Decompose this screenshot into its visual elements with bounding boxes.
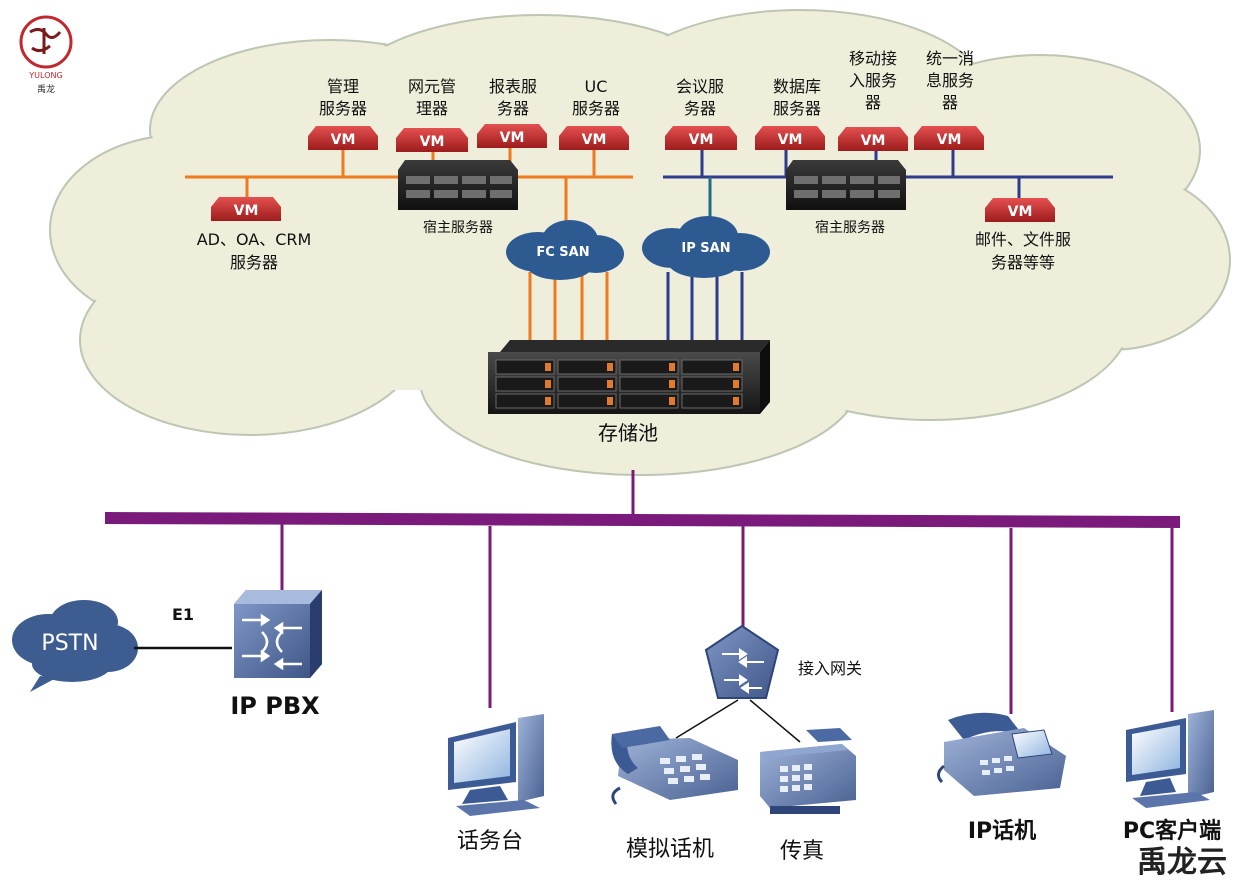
vm-mobile-access: VM bbox=[838, 127, 908, 151]
vm-element-manager: VM bbox=[396, 128, 468, 152]
logo-caption: 禹龙 bbox=[37, 83, 55, 95]
server-label-report-2: 务器 bbox=[497, 99, 529, 118]
ippbx-device: IP PBX bbox=[230, 590, 322, 720]
vm-label: VM bbox=[689, 132, 714, 148]
vm-label: VM bbox=[1008, 204, 1033, 220]
server-label-um-2: 息服务 bbox=[926, 71, 974, 90]
vm-label: VM bbox=[582, 132, 607, 148]
vm-label: VM bbox=[331, 132, 356, 148]
server-label-report-1: 报表服 bbox=[489, 77, 537, 96]
vm-uc: VM bbox=[559, 126, 629, 150]
analog-phone-device: 模拟话机 bbox=[611, 726, 738, 862]
server-label-um-1: 统一消 bbox=[926, 49, 974, 68]
server-labels-right: 会议服 务器 数据库 服务器 移动接 入服务 器 统一消 息服务 器 邮件、文件… bbox=[676, 49, 1071, 272]
ip-san-label: IP SAN bbox=[681, 241, 730, 256]
fc-links bbox=[528, 272, 609, 342]
pc-client-label: PC客户端 bbox=[1123, 818, 1221, 844]
console-label: 话务台 bbox=[457, 829, 523, 854]
access-gateway: 接入网关 bbox=[675, 624, 862, 743]
purple-backbone bbox=[105, 470, 1180, 714]
console-device: 话务台 bbox=[448, 714, 544, 854]
vm-conference: VM bbox=[665, 126, 737, 150]
server-label-uc-2: 服务器 bbox=[572, 99, 620, 118]
vm-report: VM bbox=[477, 124, 547, 148]
server-label-management-2: 服务器 bbox=[319, 99, 367, 118]
vm-label: VM bbox=[234, 203, 259, 219]
ip-phone-label: IP话机 bbox=[968, 819, 1036, 844]
vm-mail-file: VM bbox=[985, 198, 1055, 222]
server-label-mobile-1: 移动接 bbox=[849, 49, 897, 68]
vm-ad-oa-crm: VM bbox=[211, 197, 281, 221]
storage-label: 存储池 bbox=[598, 421, 658, 445]
server-label-mail-1: 邮件、文件服 bbox=[975, 230, 1071, 249]
vm-label: VM bbox=[500, 130, 525, 146]
gateway-label: 接入网关 bbox=[798, 659, 862, 678]
fc-san-label: FC SAN bbox=[536, 245, 589, 260]
analog-phone-label: 模拟话机 bbox=[626, 837, 714, 862]
vm-label: VM bbox=[861, 133, 886, 149]
pstn-cloud: PSTN bbox=[12, 600, 138, 692]
server-label-mail-2: 务器等等 bbox=[991, 253, 1055, 272]
host-server-right: 宿主服务器 bbox=[786, 160, 906, 236]
vm-unified-messaging: VM bbox=[914, 126, 984, 150]
server-label-db-2: 服务器 bbox=[773, 99, 821, 118]
server-label-mobile-3: 器 bbox=[865, 93, 881, 112]
fax-label: 传真 bbox=[780, 839, 824, 864]
ip-links bbox=[666, 272, 744, 342]
vm-management: VM bbox=[308, 126, 378, 150]
logo: YULONG 禹龙 bbox=[19, 15, 73, 95]
vm-database: VM bbox=[755, 126, 825, 150]
ip-phone-device: IP话机 bbox=[937, 712, 1066, 844]
server-label-nms-1: 网元管 bbox=[408, 77, 456, 96]
server-label-management-1: 管理 bbox=[327, 77, 359, 96]
server-label-mobile-2: 入服务 bbox=[849, 71, 897, 90]
logo-glyph bbox=[29, 27, 62, 54]
server-label-conf-1: 会议服 bbox=[676, 77, 724, 96]
host-server-left: 宿主服务器 bbox=[398, 160, 518, 236]
server-label-uc-1: UC bbox=[585, 77, 608, 96]
server-label-ad-1: AD、OA、CRM bbox=[197, 230, 312, 249]
pbx-arrows-icon bbox=[242, 613, 302, 671]
ippbx-label: IP PBX bbox=[230, 692, 320, 720]
pstn-label: PSTN bbox=[41, 631, 98, 656]
server-label-um-3: 器 bbox=[942, 93, 958, 112]
ip-san-cloud: IP SAN bbox=[642, 216, 770, 278]
e1-label: E1 bbox=[172, 605, 194, 624]
host-right-label: 宿主服务器 bbox=[815, 219, 885, 236]
server-labels-left: 管理 服务器 网元管 理器 报表服 务器 UC 服务器 AD、OA、CRM 服务… bbox=[197, 77, 620, 272]
pc-client-device: PC客户端 bbox=[1123, 710, 1221, 844]
server-label-db-1: 数据库 bbox=[773, 77, 821, 96]
watermark-text: 禹龙云 bbox=[1137, 845, 1227, 880]
storage-pool: 存储池 bbox=[488, 340, 770, 445]
vm-label: VM bbox=[937, 132, 962, 148]
fc-san-cloud: FC SAN bbox=[506, 220, 624, 280]
server-label-ad-2: 服务器 bbox=[230, 253, 278, 272]
host-left-label: 宿主服务器 bbox=[423, 219, 493, 236]
vm-label: VM bbox=[778, 132, 803, 148]
server-label-nms-2: 理器 bbox=[416, 99, 448, 118]
vm-label: VM bbox=[420, 134, 445, 150]
gateway-arrows-icon bbox=[722, 648, 764, 694]
fax-device: 传真 bbox=[760, 728, 856, 864]
logo-ring bbox=[19, 15, 73, 69]
server-label-conf-2: 务器 bbox=[684, 99, 716, 118]
logo-small-text: YULONG bbox=[28, 71, 62, 80]
